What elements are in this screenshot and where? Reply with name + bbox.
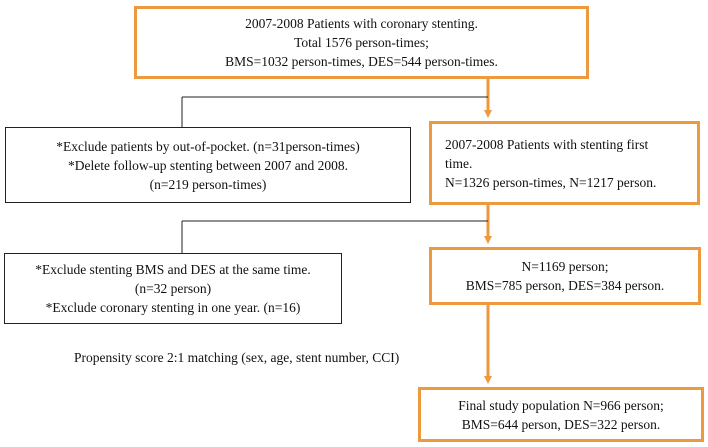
box-after-exclusion: N=1169 person; BMS=785 person, DES=384 p…: [429, 247, 701, 305]
box-final-population: Final study population N=966 person; BMS…: [418, 387, 704, 442]
matching-note: Propensity score 2:1 matching (sex, age,…: [74, 350, 400, 365]
box-exclusion-1: *Exclude patients by out-of-pocket. (n=3…: [5, 127, 411, 203]
box-after-exclusion-line: N=1169 person;: [521, 259, 609, 274]
box-start: 2007-2008 Patients with coronary stentin…: [134, 6, 589, 79]
box-exclusion-2: *Exclude stenting BMS and DES at the sam…: [4, 253, 342, 324]
box-start-line: Total 1576 person-times;: [294, 35, 429, 50]
box-start-line: 2007-2008 Patients with coronary stentin…: [245, 16, 478, 31]
box-first-time-line: time.: [445, 155, 473, 171]
box-exclusion-1-line: *Exclude patients by out-of-pocket. (n=3…: [56, 138, 360, 154]
box-first-time-line: 2007-2008 Patients with stenting first: [445, 136, 649, 152]
box-exclusion-1-line: *Delete follow-up stenting between 2007 …: [67, 157, 349, 173]
box-final-population-line: Final study population N=966 person;: [458, 397, 664, 413]
box-exclusion-2-line: *Exclude stenting BMS and DES at the sam…: [35, 262, 311, 277]
box-exclusion-1-line: (n=219 person-times): [149, 176, 267, 192]
box-start-line: BMS=1032 person-times, DES=544 person-ti…: [225, 54, 498, 69]
box-after-exclusion-line: BMS=785 person, DES=384 person.: [465, 278, 665, 293]
box-final-population-line: BMS=644 person, DES=322 person.: [461, 416, 661, 432]
box-first-time-line: N=1326 person-times, N=1217 person.: [445, 174, 657, 190]
box-first-time: 2007-2008 Patients with stenting first t…: [429, 121, 700, 205]
box-exclusion-2-line: *Exclude coronary stenting in one year. …: [45, 300, 301, 315]
box-exclusion-2-line: (n=32 person): [134, 281, 212, 296]
